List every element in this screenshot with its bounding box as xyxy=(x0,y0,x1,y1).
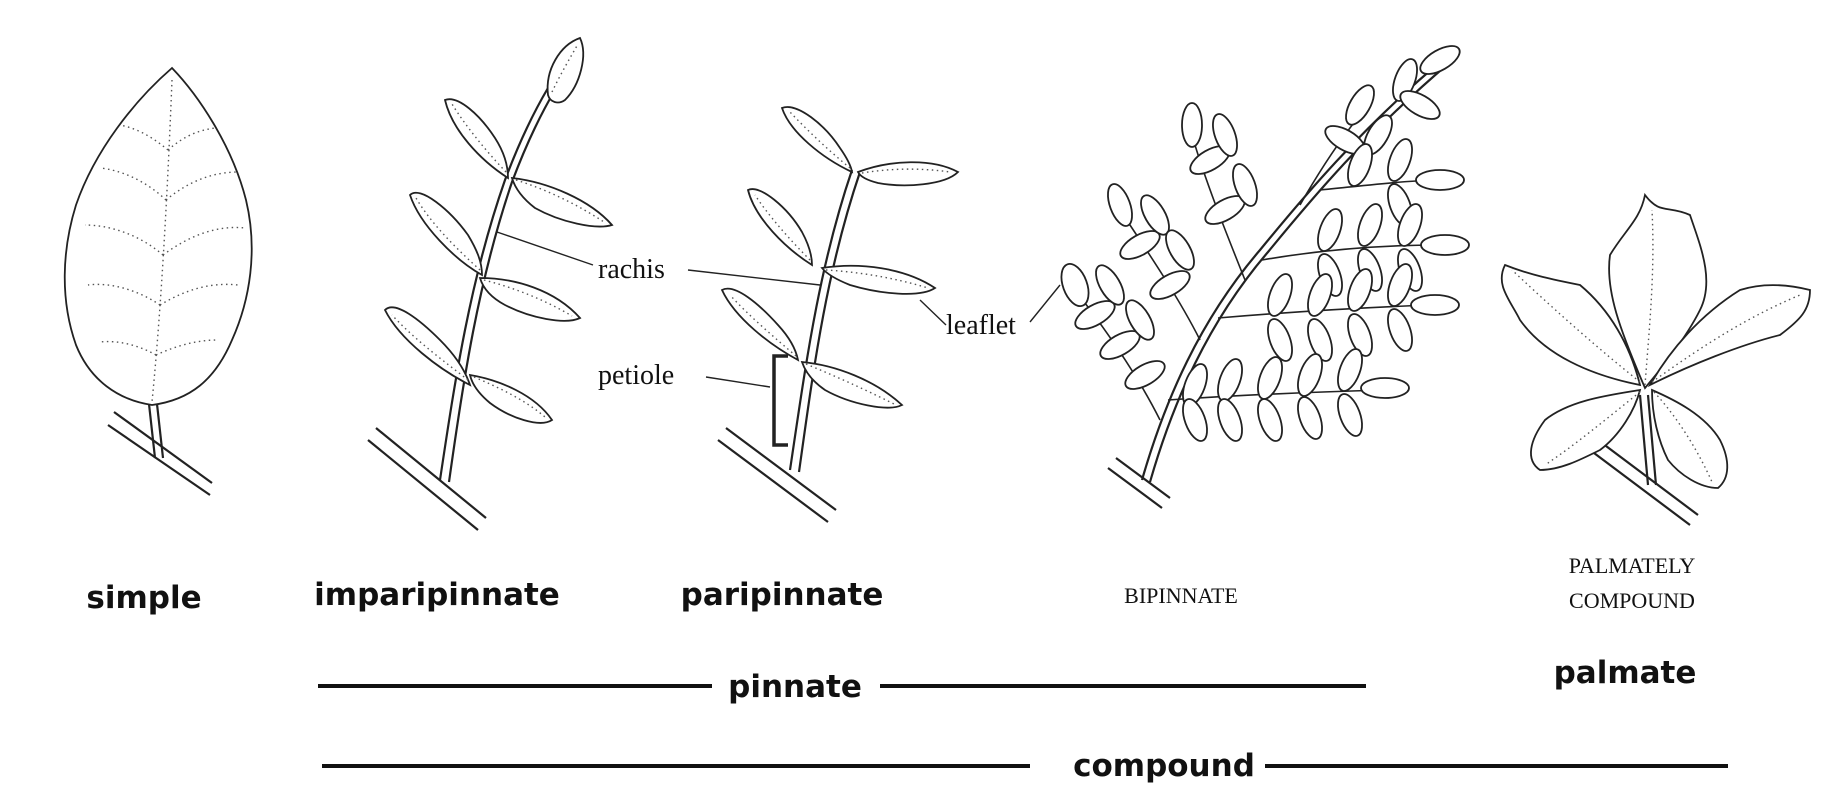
imparipinnate-label: imparipinnate xyxy=(314,577,560,613)
palmate-leaf-illustration xyxy=(1500,192,1811,526)
simple-leaf-illustration xyxy=(63,66,253,496)
palmately-compound-label-line2: COMPOUND xyxy=(1569,588,1695,613)
leaflet-label: leaflet xyxy=(946,310,1016,341)
paripinnate-leaf-illustration xyxy=(717,106,960,523)
paripinnate-label: paripinnate xyxy=(681,577,884,613)
bipinnate-leaf-illustration xyxy=(1060,45,1470,509)
leaflet-pointer-right xyxy=(1029,284,1061,323)
rachis-pointer-left xyxy=(496,231,594,266)
rachis-pointer-right xyxy=(687,269,821,286)
leaflet-pointer-left xyxy=(919,299,947,326)
petiole-label: petiole xyxy=(598,360,674,391)
simple-label: simple xyxy=(86,580,201,616)
bipinnate-leaflets xyxy=(1060,45,1470,442)
pinnate-label: pinnate xyxy=(728,669,862,705)
bipinnate-label: BIPINNATE xyxy=(1124,583,1238,608)
rachis-label: rachis xyxy=(598,254,665,285)
petiole-bracket xyxy=(772,354,788,447)
palmate-label: palmate xyxy=(1554,655,1697,691)
compound-label: compound xyxy=(1073,748,1255,784)
imparipinnate-leaf-illustration xyxy=(367,36,614,531)
palmately-compound-label-line1: PALMATELY xyxy=(1569,553,1696,578)
petiole-pointer xyxy=(705,376,771,388)
